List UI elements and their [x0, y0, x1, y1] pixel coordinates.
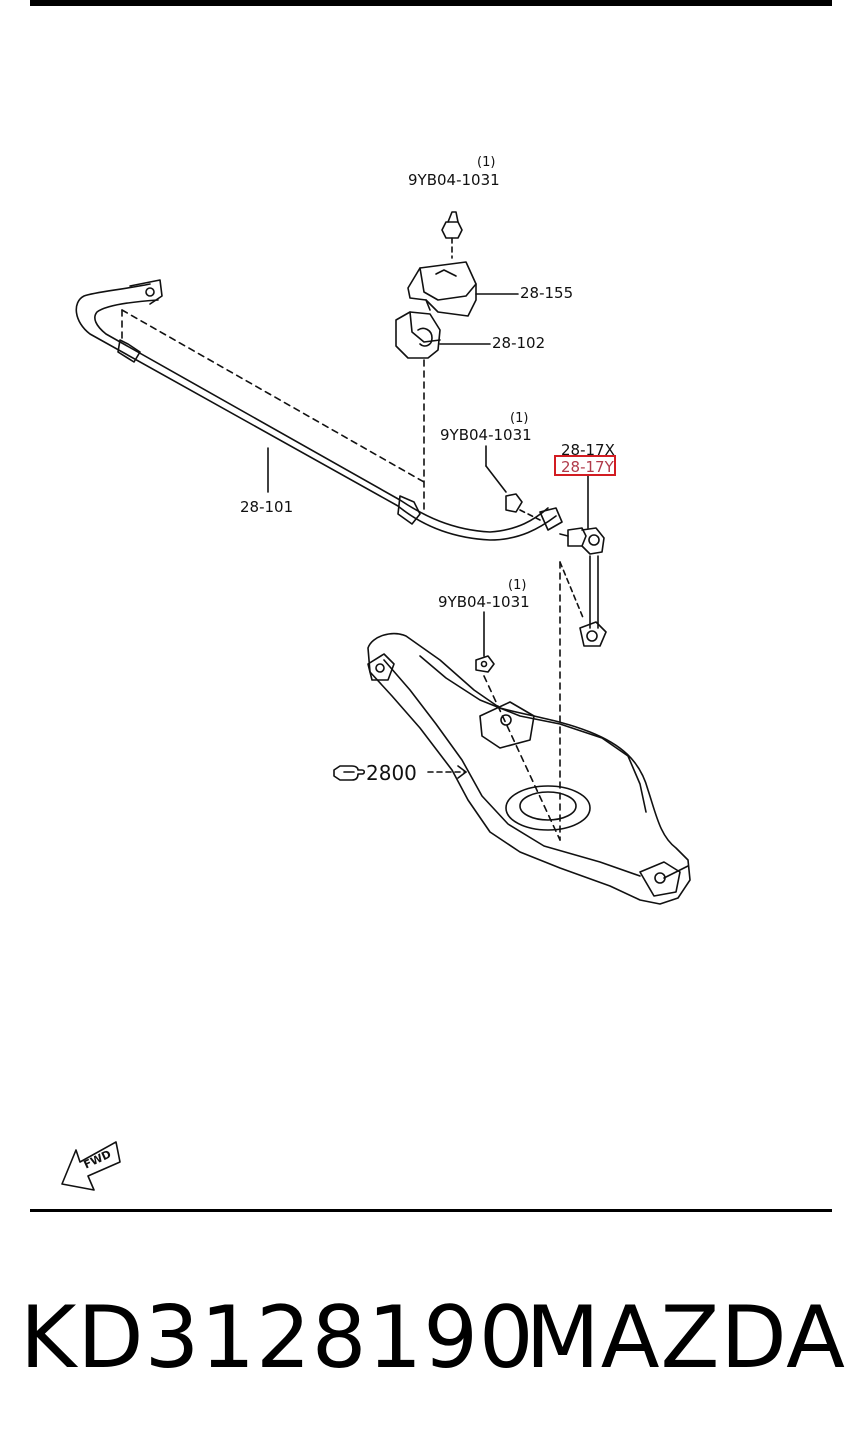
stabilizer-bar-icon: [75, 279, 563, 541]
top-rule: [30, 0, 832, 6]
bottom-rule: [30, 1209, 832, 1212]
bolt-low-label: 9YB04-1031: [438, 593, 530, 611]
bolt-top-icon: [441, 211, 463, 259]
bushing-icon: [395, 311, 491, 359]
bolt-top-qty: (1): [477, 155, 496, 170]
link-x-label: 28-17X: [561, 441, 615, 459]
stabilizer-link-icon: [559, 475, 607, 647]
suspension-diagram: [61, 211, 691, 1191]
control-arm-icon: [367, 632, 691, 905]
link-y-highlight: [554, 455, 616, 476]
nut-low-icon: [475, 611, 495, 673]
bolt-mid-icon: [485, 445, 541, 521]
bracket-icon: [407, 261, 519, 317]
fwd-arrow-icon: [61, 1141, 121, 1191]
section-reference: 2800: [366, 761, 417, 785]
part-number: KD3128190: [20, 1288, 535, 1388]
stabilizer-label: 28-101: [240, 498, 294, 516]
reference-hand-icon: [333, 765, 366, 781]
bolt-mid-qty: (1): [510, 411, 529, 426]
bolt-mid-label: 9YB04-1031: [440, 426, 532, 444]
bolt-top-label: 9YB04-1031: [408, 171, 500, 189]
bolt-low-qty: (1): [508, 578, 527, 593]
bracket-label: 28-155: [520, 284, 574, 302]
link-y-label: 28-17Y: [561, 458, 614, 476]
brand-name: MAZDA: [525, 1288, 846, 1388]
bushing-label: 28-102: [492, 334, 546, 352]
